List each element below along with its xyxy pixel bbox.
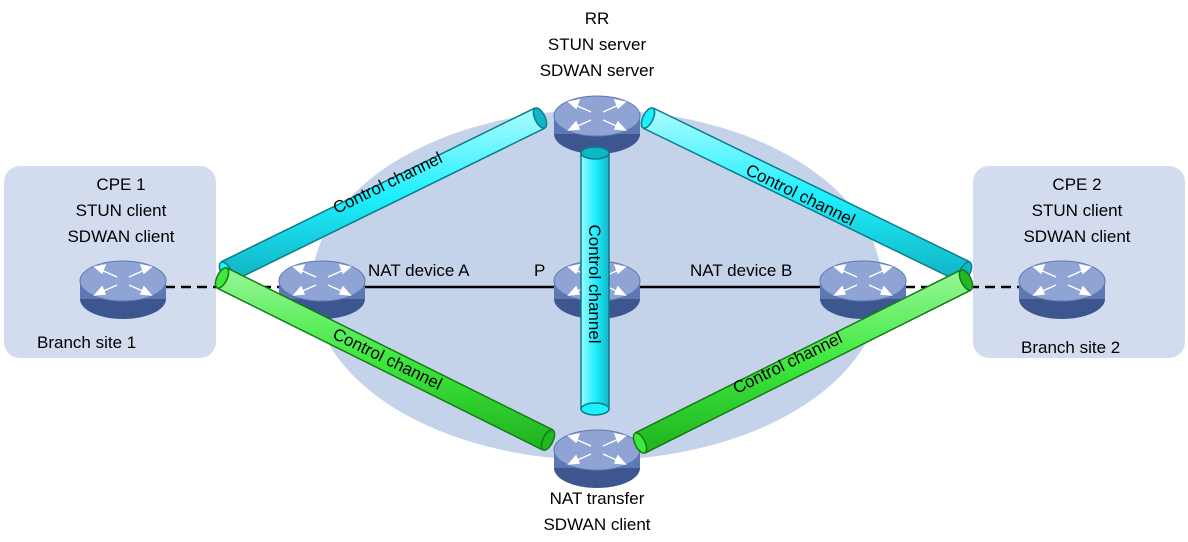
cpe1-label-line-2: STUN client <box>76 201 167 220</box>
router-icon-nat-transfer <box>553 429 641 489</box>
nat-transfer-label: NAT transfer SDWAN client <box>543 489 650 534</box>
branch-site-2-label: Branch site 2 <box>1021 338 1120 357</box>
cpe2-label-line-1: CPE 2 <box>1052 175 1101 194</box>
cpe2-label-line-2: STUN client <box>1032 201 1123 220</box>
rr-label: RR STUN server SDWAN server <box>540 9 655 80</box>
cpe2-label-line-3: SDWAN client <box>1023 227 1130 246</box>
cpe2-label: CPE 2 STUN client SDWAN client <box>1023 175 1130 246</box>
control-channel-p-rr: Control channel <box>580 146 610 416</box>
p-label: P <box>534 261 545 280</box>
nat-a-label: NAT device A <box>368 261 470 280</box>
channel-label-p-rr: Control channel <box>585 224 604 343</box>
branch-site-2-area <box>973 166 1185 358</box>
cpe1-label: CPE 1 STUN client SDWAN client <box>67 175 174 246</box>
router-icon-cpe1 <box>79 260 167 320</box>
branch-site-1-label: Branch site 1 <box>37 333 136 352</box>
cpe1-label-line-3: SDWAN client <box>67 227 174 246</box>
nat-transfer-label-line-2: SDWAN client <box>543 515 650 534</box>
rr-label-line-3: SDWAN server <box>540 61 655 80</box>
router-icon-cpe2 <box>1018 260 1106 320</box>
rr-label-line-2: STUN server <box>548 35 647 54</box>
cpe1-label-line-1: CPE 1 <box>96 175 145 194</box>
router-icon-rr <box>553 95 641 155</box>
nat-transfer-label-line-1: NAT transfer <box>550 489 645 508</box>
nat-b-label: NAT device B <box>690 261 792 280</box>
rr-label-line-1: RR <box>585 9 610 28</box>
